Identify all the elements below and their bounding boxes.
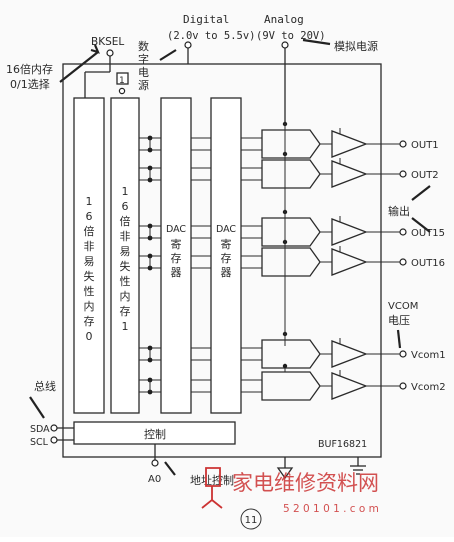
dac-converter <box>261 339 321 369</box>
output-arrow-down <box>411 217 431 233</box>
channel-vcom1: Vcom1 <box>261 331 446 369</box>
bus-label: 总线 <box>34 379 56 393</box>
digital-range-label: (2.0v to 5.5v) <box>167 30 256 42</box>
amplifier-icon <box>331 372 368 400</box>
vcom-label: VCOM <box>388 301 418 312</box>
mem0-block <box>73 97 105 414</box>
scl-pin <box>50 436 58 444</box>
dac-register-2 <box>210 97 242 414</box>
sda-label: SDA <box>30 424 50 435</box>
output-pin <box>399 382 407 390</box>
watermark-logo-icon <box>201 467 223 509</box>
out16-label: OUT16 <box>411 258 445 269</box>
dac-converter <box>261 129 321 159</box>
mem-select-label: 16倍内存 <box>6 62 53 76</box>
scl-label: SCL <box>30 437 49 448</box>
out15-label: OUT15 <box>411 228 445 239</box>
arrowhead <box>90 44 100 54</box>
amplifier-icon <box>331 340 368 368</box>
analog-label: Analog <box>264 13 304 26</box>
bus-arrow <box>29 396 45 419</box>
chip-name: BUF16821 <box>318 439 367 450</box>
output-pin <box>399 228 407 236</box>
digital-label: Digital <box>183 13 229 26</box>
dac-register-1 <box>160 97 192 414</box>
output-pin <box>399 140 407 148</box>
mem-select-label-2: 0/1选择 <box>10 77 50 91</box>
digital-supply-text: 数字电源 <box>138 40 149 92</box>
dac1-title: DAC <box>166 224 186 235</box>
channel-out2: OUT2 <box>261 151 439 189</box>
digital-arrow <box>159 49 177 61</box>
mem-select-arrow <box>59 51 99 83</box>
dac-converter <box>261 247 321 277</box>
vcom-arrow <box>396 329 402 349</box>
amplifier-icon <box>331 218 368 246</box>
vcom1-label: Vcom1 <box>411 350 446 361</box>
dac-converter <box>261 371 321 401</box>
dac-converter <box>261 217 321 247</box>
output-pin <box>399 170 407 178</box>
out1-label: OUT1 <box>411 140 439 151</box>
dac2-title: DAC <box>216 224 236 235</box>
analog-arrow <box>302 38 331 46</box>
digital-supply-pin <box>184 41 192 49</box>
channel-out15: OUT15 <box>261 209 445 247</box>
amplifier-icon <box>331 130 368 158</box>
analog-range-label: (9V to 20V) <box>256 30 326 42</box>
figure-number: 11 <box>245 515 258 526</box>
ground-1 <box>276 457 294 480</box>
addr-ctrl-label: 地址控制 <box>190 473 234 487</box>
dac2-sub-label: 寄存器 <box>221 237 232 279</box>
watermark: 家电维修资料网 5 2 0 1 0 1 . c o m <box>201 467 379 515</box>
chip-outline <box>62 63 382 458</box>
mem1-block <box>110 97 140 414</box>
channel-out16: OUT16 <box>261 239 445 277</box>
addr-arrow <box>164 461 176 476</box>
ground-2 <box>350 457 366 475</box>
output-label: 输出 <box>388 204 410 218</box>
digital-supply-label: 数字电源 <box>138 40 149 92</box>
control-label: 控制 <box>144 427 166 441</box>
output-pin <box>399 258 407 266</box>
figure-number-circle <box>240 508 262 530</box>
analog-supply-pin <box>281 41 289 49</box>
rail-dot <box>282 363 288 369</box>
bksel-label: BKSEL <box>91 36 124 48</box>
one-box <box>116 72 129 85</box>
output-arrow-up <box>411 185 431 201</box>
analog-supply-label: 模拟电源 <box>334 39 378 53</box>
dac-converter <box>261 159 321 189</box>
amplifier-icon <box>331 160 368 188</box>
sda-pin <box>50 424 58 432</box>
a0-pin <box>151 459 159 467</box>
out2-label: OUT2 <box>411 170 439 181</box>
vcom2-label: Vcom2 <box>411 382 446 393</box>
watermark-url: 5 2 0 1 0 1 . c o m <box>283 503 379 515</box>
bus-lines <box>139 135 262 395</box>
a0-label: A0 <box>148 474 161 485</box>
output-pin <box>399 350 407 358</box>
channel-out1: OUT1 <box>261 121 439 159</box>
amplifier-icon <box>331 248 368 276</box>
one-pin <box>118 87 126 95</box>
bksel-pin <box>106 49 114 57</box>
vcom-sub-label: 电压 <box>388 314 410 327</box>
one-label: 1 <box>119 76 125 86</box>
watermark-text: 家电维修资料网 <box>232 471 379 495</box>
channel-vcom2: Vcom2 <box>261 363 446 401</box>
dac1-sub-label: 寄存器 <box>171 237 182 279</box>
